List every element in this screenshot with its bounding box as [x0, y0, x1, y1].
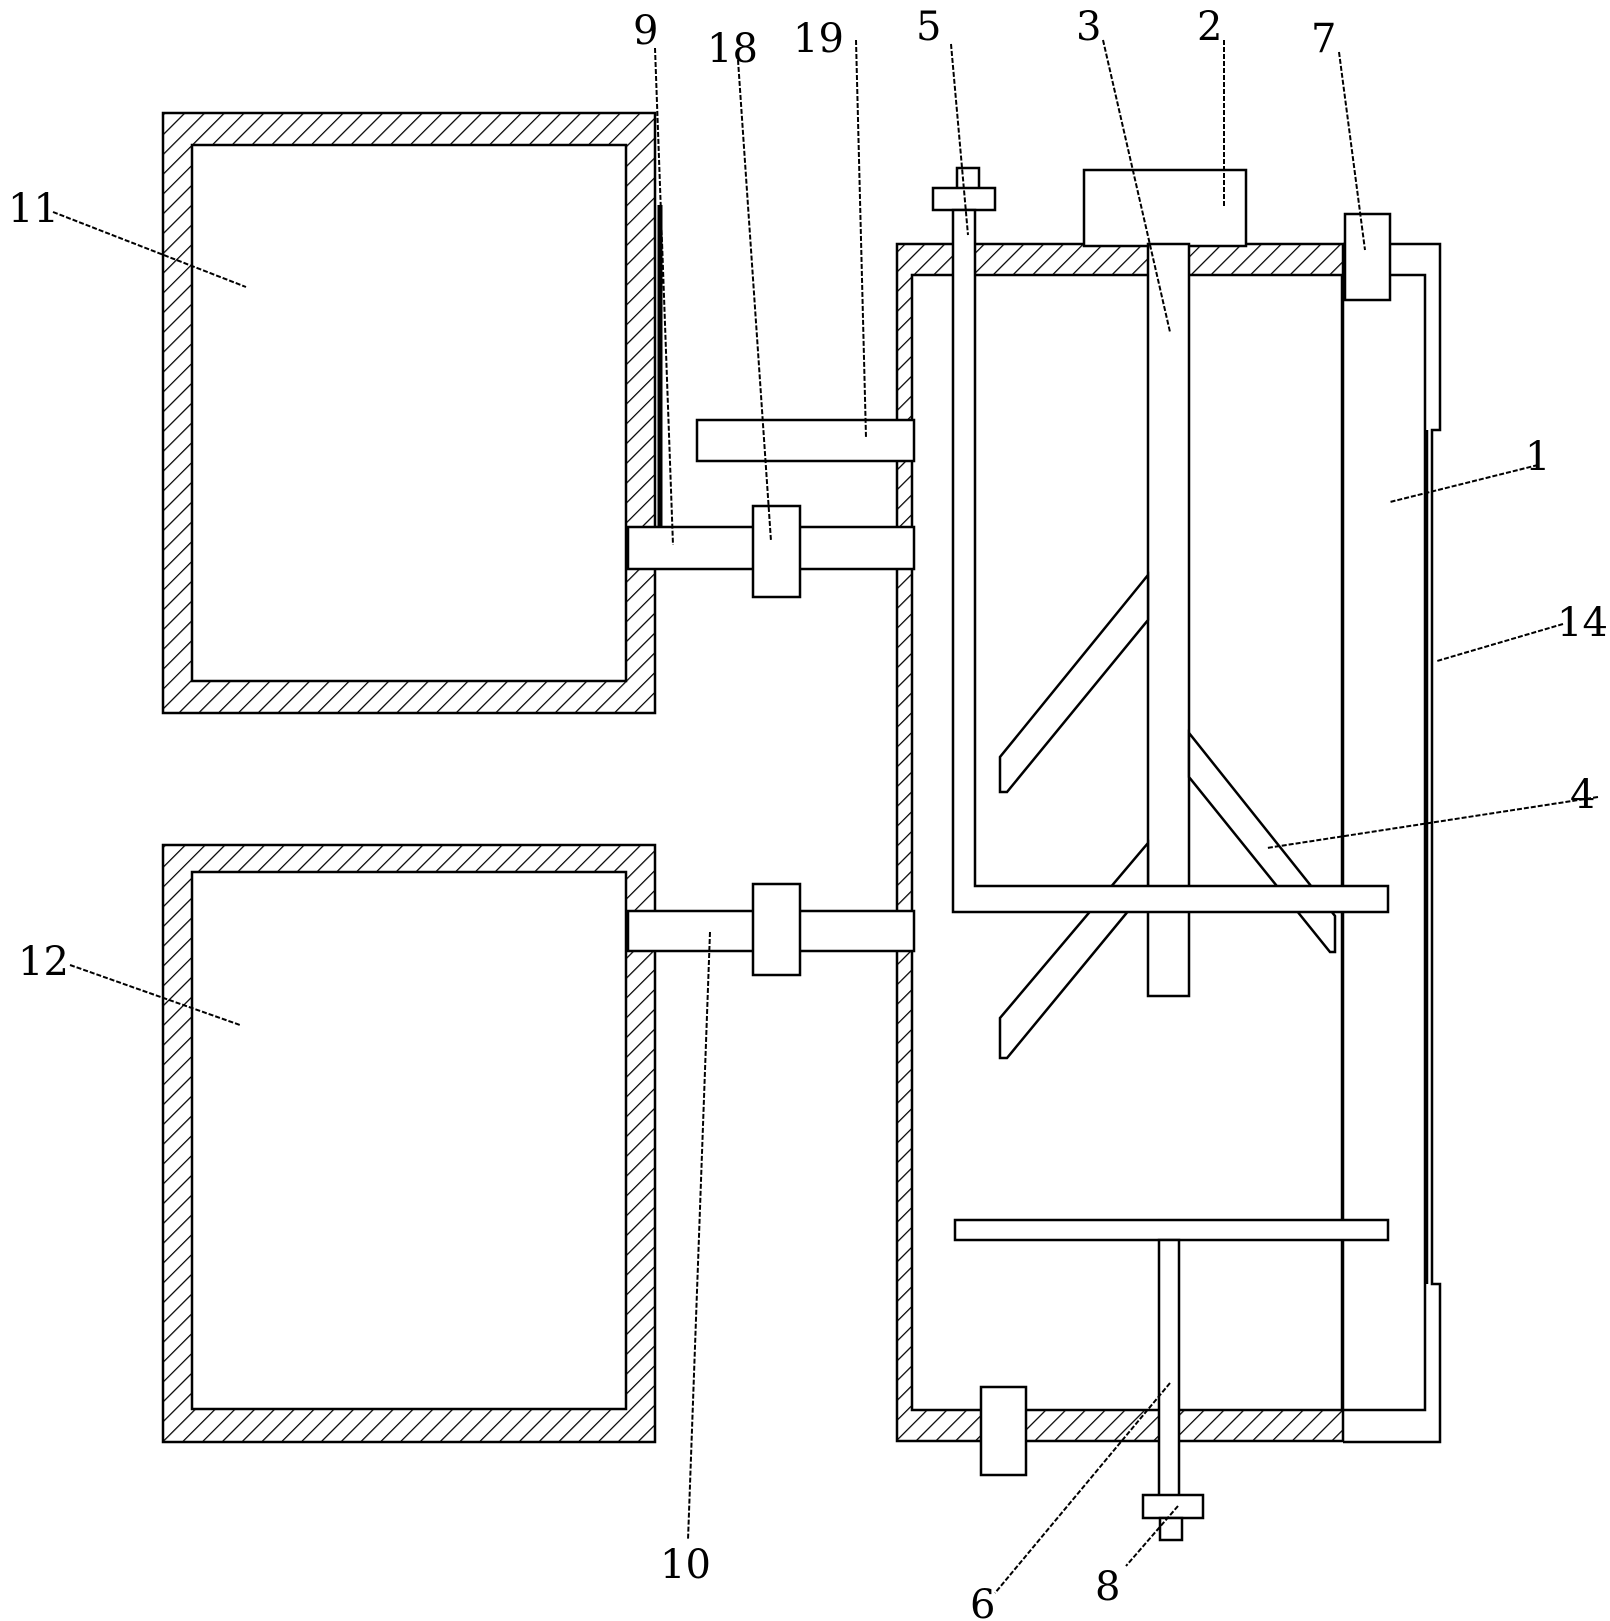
label-11: 11: [8, 186, 59, 232]
label-4: 4: [1570, 772, 1595, 818]
label-14: 14: [1557, 600, 1608, 646]
part-labels: 1 2 3 4 5 6 7 8 9 10 11 12 14 18 19: [8, 4, 1608, 1621]
bottom-valve: [979, 1385, 1028, 1477]
label-8: 8: [1095, 1564, 1120, 1610]
jacket-14: [1343, 242, 1442, 1444]
label-5: 5: [916, 4, 941, 50]
label-7: 7: [1311, 16, 1336, 62]
discharge-6: [953, 1218, 1390, 1542]
stirring-shaft-3: [1146, 242, 1191, 998]
label-19: 19: [793, 16, 844, 62]
label-1: 1: [1525, 434, 1550, 480]
label-10: 10: [660, 1542, 711, 1588]
valve-lower: [751, 882, 802, 977]
pipe-19: [695, 418, 916, 463]
connecting-pipe-9: [626, 205, 916, 599]
outlet-7: [1343, 212, 1392, 302]
tank-12: [161, 843, 657, 1444]
label-18: 18: [707, 26, 758, 72]
leader-lines: [52, 39, 1599, 1594]
label-6: 6: [970, 1582, 995, 1621]
tank-11: [161, 111, 657, 715]
valve-18: [751, 504, 802, 599]
label-9: 9: [633, 8, 658, 54]
label-2: 2: [1197, 4, 1222, 50]
label-3: 3: [1076, 4, 1101, 50]
motor-2: [1082, 168, 1248, 248]
label-12: 12: [18, 939, 69, 985]
connecting-pipe-10: [626, 882, 916, 977]
